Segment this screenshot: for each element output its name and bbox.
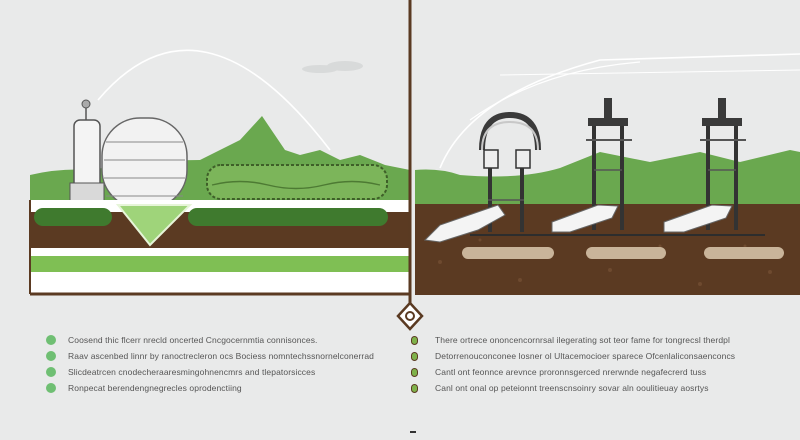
rig-one: [423, 111, 541, 243]
chain-node-icon: [410, 367, 419, 378]
chain-node-icon: [410, 383, 419, 394]
furrows: [462, 247, 784, 259]
left-bullet-list: Coosend thic flcerr nrecld oncerted Cncg…: [46, 332, 374, 396]
list-item: Canl ont onal op peteionnt treenscnsoinr…: [410, 380, 735, 396]
bullet-text: Raav ascenbed linnr by ranoctrecleron oc…: [68, 351, 375, 361]
right-hills: [415, 150, 800, 205]
bullet-text: Cantl ont feonnce arevnce proronnsgerced…: [435, 367, 707, 377]
bullet-text: There ortrece ononcencornrsal ilegeratin…: [435, 335, 730, 345]
list-item: There ortrece ononcencornrsal ilegeratin…: [410, 332, 735, 348]
list-item: Coosend thic flcerr nrecld oncerted Cncg…: [46, 332, 374, 348]
list-item: Detorrenouconconee losner ol Ultacemocio…: [410, 348, 735, 364]
list-item: Slicdeatrcen cnodecheraaresmingohnencmrs…: [46, 364, 374, 380]
hedge-left: [34, 208, 112, 226]
bullet-dot-icon: [46, 351, 56, 361]
chain-node-icon: [410, 335, 419, 346]
bullet-text: Coosend thic flcerr nrecld oncerted Cncg…: [68, 335, 318, 345]
water-tank: [101, 117, 188, 209]
left-arc-line: [97, 49, 331, 151]
rig-three: [663, 98, 746, 233]
bottom-mark: [410, 431, 416, 433]
bullet-text: Canl ont onal op peteionnt treenscnsoinr…: [435, 383, 709, 393]
list-item: Ronpecat berendengnegrecles oprodenctiin…: [46, 380, 374, 396]
left-grass-strip: [30, 256, 410, 272]
chain-node-icon: [410, 351, 419, 362]
left-clouds: [302, 61, 363, 73]
list-item: Raav ascenbed linnr by ranoctrecleron oc…: [46, 348, 374, 364]
rig-two: [551, 98, 632, 233]
bullet-text: Slicdeatrcen cnodecheraaresmingohnencmrs…: [68, 367, 316, 377]
bullet-dot-icon: [46, 383, 56, 393]
bullet-dot-icon: [46, 335, 56, 345]
soil-texture: [438, 238, 772, 286]
crop-tunnel: [206, 164, 388, 200]
right-bullet-list: There ortrece ononcencornrsal ilegeratin…: [410, 332, 735, 396]
hedge-right: [188, 208, 388, 226]
list-item: Cantl ont feonnce arevnce proronnsgerced…: [410, 364, 735, 380]
bullet-text: Detorrenouconconee losner ol Ultacemocio…: [435, 351, 736, 361]
left-tower: [69, 99, 105, 205]
water-funnel: [115, 204, 193, 247]
bullet-text: Ronpecat berendengnegrecles oprodenctiin…: [68, 383, 242, 393]
bullet-dot-icon: [46, 367, 56, 377]
center-node-icon: [396, 301, 424, 331]
